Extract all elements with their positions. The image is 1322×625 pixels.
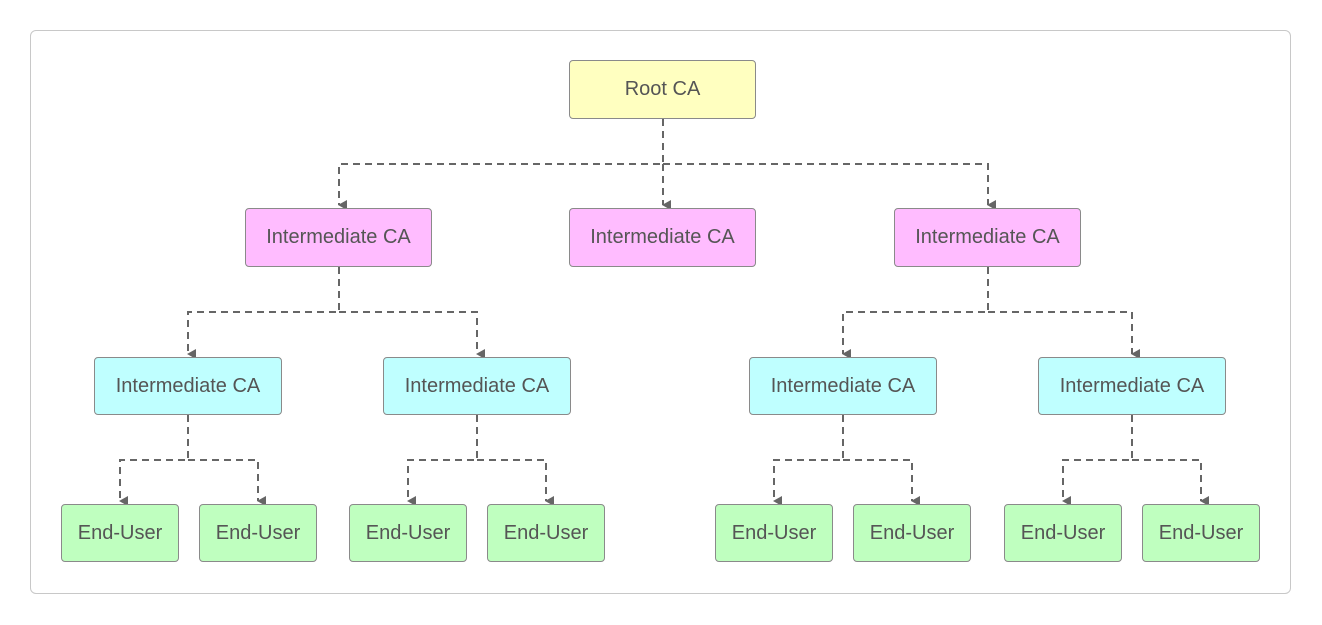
edge-sub-3-to-leaf-6	[843, 459, 920, 506]
end-user-node-4: End-User	[487, 504, 605, 562]
edge-root-to-intermediate-3	[663, 163, 996, 210]
sub-intermediate-ca-node-2: Intermediate CA	[383, 357, 571, 415]
sub-intermediate-ca-node-1: Intermediate CA	[94, 357, 282, 415]
end-user-node-3: End-User	[349, 504, 467, 562]
end-user-node-6: End-User	[853, 504, 971, 562]
edge-sub-4-to-leaf-7	[1062, 415, 1133, 506]
edge-sub-2-to-leaf-3	[407, 415, 478, 506]
edge-intermediate-3-to-sub-3	[842, 267, 989, 359]
edge-sub-2-to-leaf-4	[477, 459, 554, 506]
edge-sub-1-to-leaf-2	[188, 459, 266, 506]
end-user-node-2: End-User	[199, 504, 317, 562]
intermediate-ca-node-1: Intermediate CA	[245, 208, 432, 267]
edge-sub-1-to-leaf-1	[119, 415, 189, 506]
edge-sub-3-to-leaf-5	[773, 415, 844, 506]
edge-root-to-intermediate-1	[338, 119, 664, 210]
sub-intermediate-ca-node-4: Intermediate CA	[1038, 357, 1226, 415]
end-user-node-8: End-User	[1142, 504, 1260, 562]
sub-intermediate-ca-node-3: Intermediate CA	[749, 357, 937, 415]
edge-intermediate-3-to-sub-4	[988, 311, 1140, 359]
intermediate-ca-node-2: Intermediate CA	[569, 208, 756, 267]
end-user-node-5: End-User	[715, 504, 833, 562]
edge-intermediate-1-to-sub-1	[187, 267, 340, 359]
intermediate-ca-node-3: Intermediate CA	[894, 208, 1081, 267]
diagram-frame	[30, 30, 1291, 594]
root-ca-node: Root CA	[569, 60, 756, 119]
edge-intermediate-1-to-sub-2	[339, 311, 485, 359]
end-user-node-7: End-User	[1004, 504, 1122, 562]
edge-sub-4-to-leaf-8	[1132, 459, 1209, 506]
end-user-node-1: End-User	[61, 504, 179, 562]
